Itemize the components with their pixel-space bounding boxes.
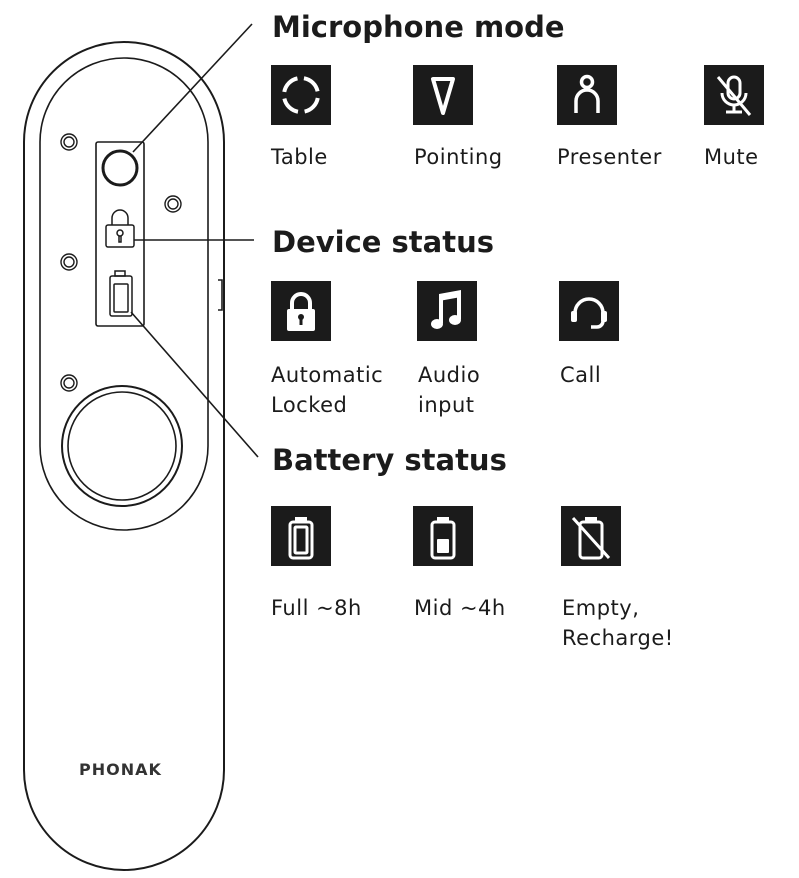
caption-table: Table (271, 145, 328, 169)
display-battery-symbol (109, 270, 133, 317)
device-status-heading: Device status (272, 225, 495, 259)
lock-icon (271, 281, 331, 341)
caption-full: Full ~8h (271, 596, 362, 620)
presenter-mode-icon (557, 65, 617, 125)
music-note-icon (417, 281, 477, 341)
caption-mute: Mute (704, 145, 759, 169)
mute-icon (704, 65, 764, 125)
caption-call: Call (560, 363, 602, 387)
battery-mid-icon (413, 506, 473, 566)
table-mode-icon (271, 65, 331, 125)
microphone-mode-heading: Microphone mode (272, 10, 565, 44)
battery-full-icon (271, 506, 331, 566)
caption-empty-recharge: Empty,Recharge! (562, 596, 674, 650)
leader-line-microphone (132, 23, 253, 153)
battery-empty-icon (561, 506, 621, 566)
device-faceplate (39, 57, 209, 531)
headset-icon (559, 281, 619, 341)
screw-holes (60, 133, 182, 392)
display-mic-symbol (101, 149, 139, 187)
battery-status-heading: Battery status (272, 443, 507, 477)
display-lock-symbol (105, 209, 135, 248)
brand-logo-text: PHONAK (79, 760, 162, 779)
caption-mid: Mid ~4h (414, 596, 506, 620)
caption-presenter: Presenter (557, 145, 662, 169)
device-body-outline (23, 41, 225, 871)
leader-line-battery (130, 311, 259, 458)
side-button (218, 279, 223, 311)
main-button (61, 385, 183, 507)
pointing-mode-icon (413, 65, 473, 125)
caption-pointing: Pointing (414, 145, 503, 169)
display-window (95, 141, 145, 327)
